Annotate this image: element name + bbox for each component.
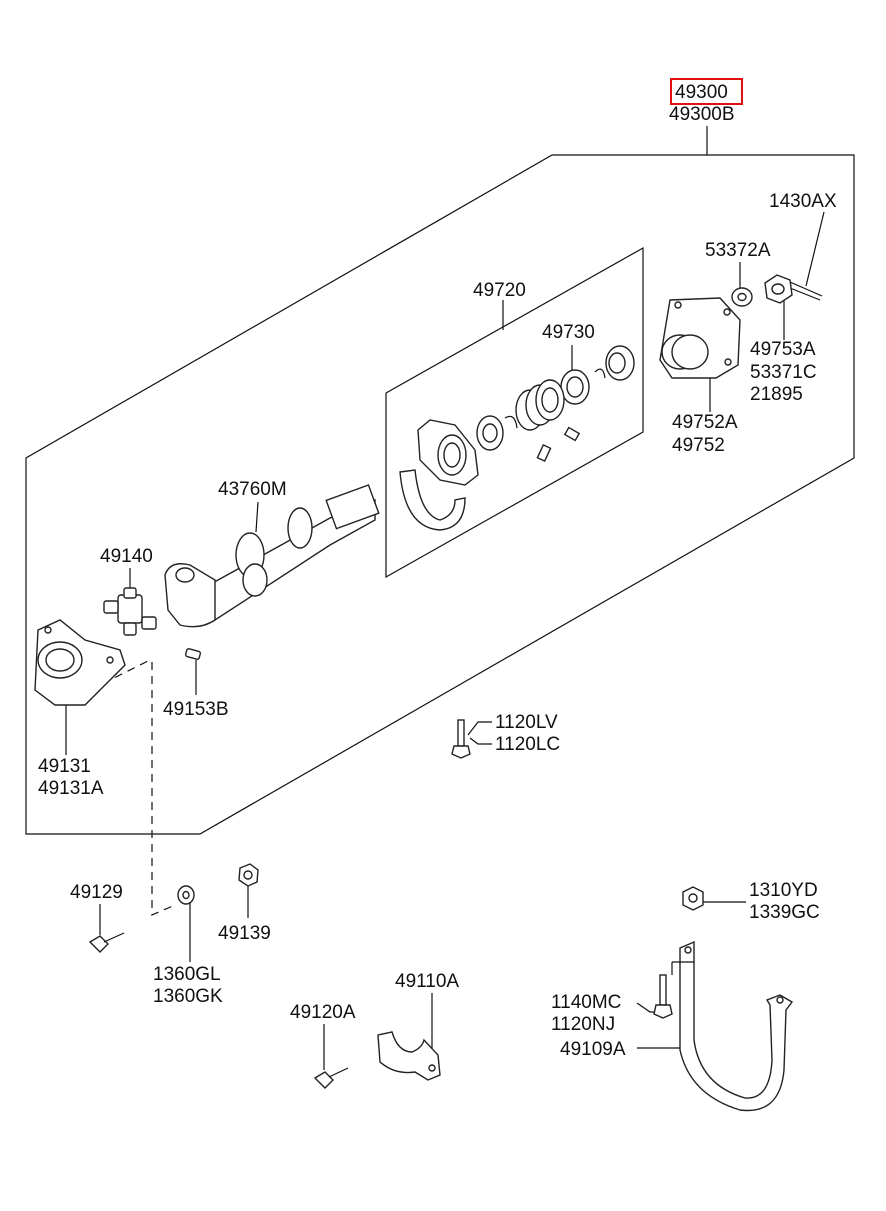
seal-ring-part [476,415,518,451]
clamp-part [377,1031,441,1081]
label-49140[interactable]: 49140 [100,546,153,567]
rubber-cushion-part [515,379,565,431]
highlight-box-49300 [670,78,743,105]
propeller-shaft-tube-part [199,484,380,622]
subassembly-outline-49720 [385,246,644,579]
flange-yoke-part [34,619,126,706]
label-1360GL[interactable]: 1360GL [153,964,221,985]
label-49110A[interactable]: 49110A [395,971,459,992]
label-49720[interactable]: 49720 [473,280,526,301]
label-43760M[interactable]: 43760M [218,479,287,500]
label-49753A[interactable]: 49753A [750,339,816,360]
lock-washer-part [177,885,195,905]
label-49730[interactable]: 49730 [542,322,595,343]
leader-43760M [255,501,259,533]
bearing-part [560,345,635,405]
label-49131A[interactable]: 49131A [38,778,104,799]
label-1140MC[interactable]: 1140MC [551,992,621,1013]
label-49153B[interactable]: 49153B [163,699,229,720]
label-1310YD[interactable]: 1310YD [749,880,818,901]
leader-1140MC [636,1002,656,1013]
label-1120LV[interactable]: 1120LV [495,712,558,733]
nut-49139-part [238,863,259,887]
label-1430AX[interactable]: 1430AX [769,191,837,212]
castle-nut-part [764,274,793,304]
label-49752[interactable]: 49752 [672,435,725,456]
label-53372A[interactable]: 53372A [705,240,771,261]
bracket-strap-part [399,469,466,531]
label-49300B[interactable]: 49300B [669,104,735,125]
yoke-part [164,563,216,628]
label-49752A[interactable]: 49752A [672,412,738,433]
washer-part [731,287,753,307]
companion-flange-part [659,297,741,379]
label-1360GK[interactable]: 1360GK [153,986,223,1007]
label-1120LC[interactable]: 1120LC [495,734,560,755]
universal-joint-cross-part [103,587,157,636]
grease-fitting-part [536,426,581,462]
bolt-1120LV-part [451,719,471,759]
dashed-ref-yoke [89,659,151,691]
label-49120A[interactable]: 49120A [290,1002,356,1023]
bolt-1140MC-part [653,974,673,1019]
label-53371C[interactable]: 53371C [750,362,817,383]
label-1120NJ[interactable]: 1120NJ [551,1014,615,1035]
label-1339GC[interactable]: 1339GC [749,902,820,923]
dashed-ref-49131 [151,662,176,916]
nut-1310YD-part [682,886,704,911]
cotter-pin-part [789,281,823,301]
bolt-49120A-part [313,1067,349,1089]
label-49300[interactable]: 49300 [675,82,728,103]
hanger-bracket-part [671,940,794,1112]
small-fitting-part [184,648,202,660]
leader-1430AX [805,211,825,287]
assembly-outline-49300 [25,154,855,835]
label-49139[interactable]: 49139 [218,923,271,944]
label-49131[interactable]: 49131 [38,756,91,777]
label-21895[interactable]: 21895 [750,384,803,405]
leader-1120LV [467,721,492,736]
bearing-housing-part [417,419,479,486]
label-49109A[interactable]: 49109A [560,1039,626,1060]
leader-1120LC [469,737,492,745]
bolt-49129-part [88,932,125,953]
label-49129[interactable]: 49129 [70,882,123,903]
